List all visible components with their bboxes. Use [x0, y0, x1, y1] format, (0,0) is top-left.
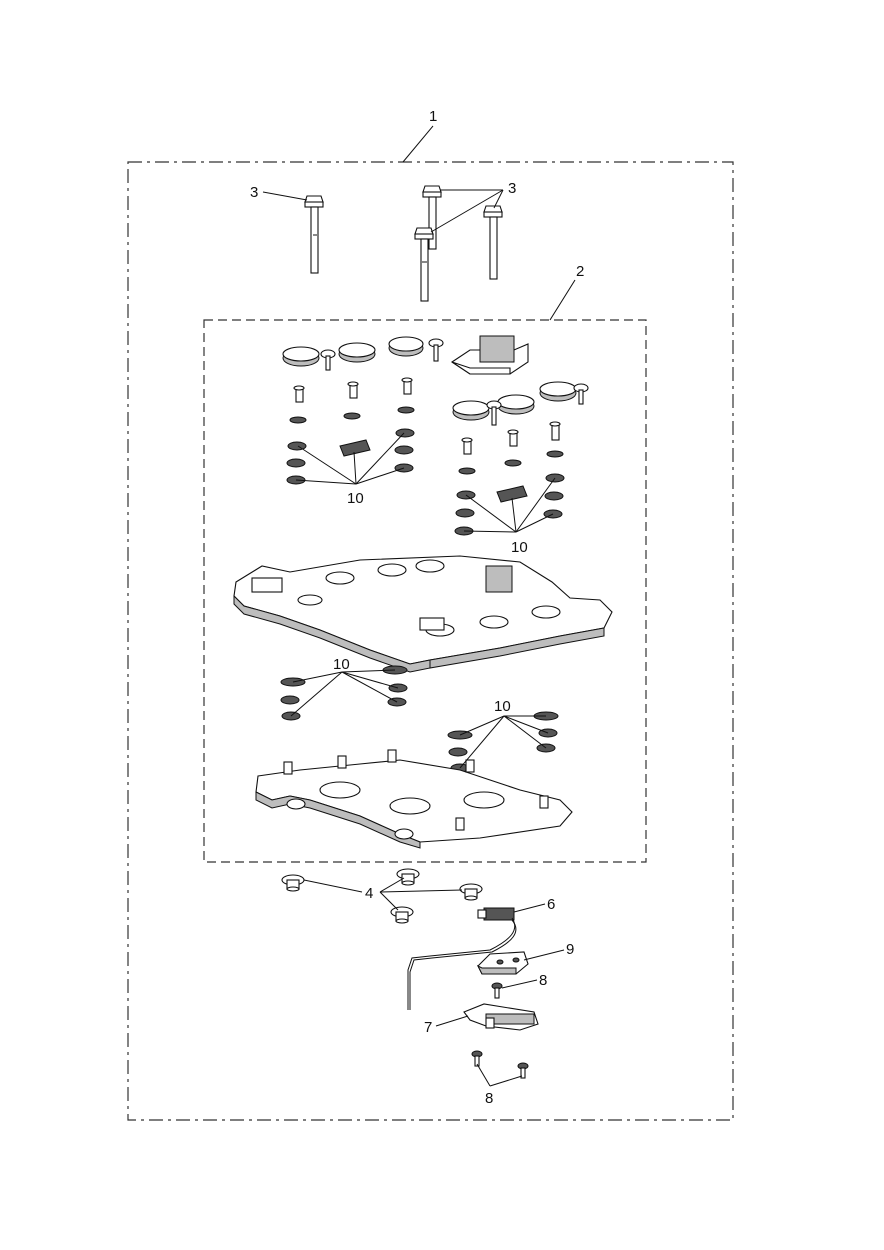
bolt-center-back: [422, 185, 442, 250]
sensor-bracket: [476, 951, 529, 975]
callout-4: 4: [365, 885, 373, 902]
assembly-boundary-outline: [203, 319, 647, 863]
callout-9: 9: [566, 941, 574, 958]
screw-washer-column-right: [454, 421, 565, 536]
upper-base-plate: [233, 555, 613, 673]
pad-group-right: [452, 381, 589, 426]
callout-7: 7: [424, 1019, 432, 1036]
callout-8-upper: 8: [539, 972, 547, 989]
bolt-center-front: [414, 227, 434, 302]
callout-3-right: 3: [508, 180, 516, 197]
callout-1: 1: [429, 108, 437, 125]
callout-2: 2: [576, 263, 584, 280]
leader-lines: [262, 125, 576, 1087]
callout-6: 6: [547, 896, 555, 913]
callout-10-middle-right: 10: [494, 698, 511, 715]
bolt-group: [304, 185, 503, 302]
callout-10-top-left: 10: [347, 490, 364, 507]
screw-washer-column-left: [286, 377, 415, 485]
callout-8-lower: 8: [485, 1090, 493, 1107]
sensor-with-cable: [407, 907, 517, 1010]
latch: [463, 1003, 539, 1031]
screw-group: [471, 982, 529, 1079]
bolt-left: [304, 195, 324, 274]
washer-cluster-middle-left: [280, 665, 408, 721]
kit-boundary-outline: [127, 161, 734, 1121]
bracket-block: [451, 335, 529, 375]
mount-foot-group: [281, 868, 483, 924]
callout-labels: 1 2 3 3 10 10 10 10 4 6 9 8 7 8: [250, 108, 584, 1107]
callout-3-left: 3: [250, 184, 258, 201]
callout-10-middle-left: 10: [333, 656, 350, 673]
pad-group-left: [282, 336, 444, 371]
lower-mounting-plate: [255, 749, 573, 849]
callout-10-top-right: 10: [511, 539, 528, 556]
bolt-right: [483, 205, 503, 280]
